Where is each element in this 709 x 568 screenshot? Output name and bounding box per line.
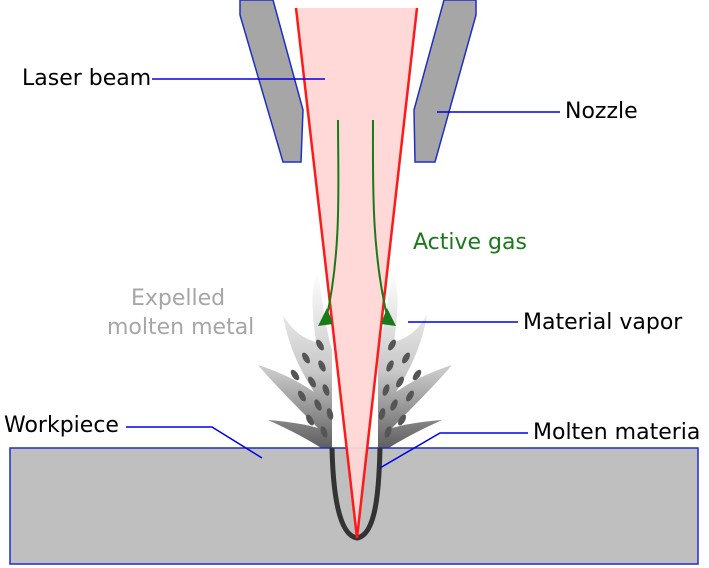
leader-molten-material	[379, 432, 528, 469]
vapor-plume-right	[378, 270, 452, 455]
label-active-gas: Active gas	[413, 230, 527, 255]
active-gas-flow-left	[325, 119, 340, 321]
leader-workpiece	[126, 426, 263, 459]
laser-beam-right-edge	[355, 7, 419, 539]
active-gas-arrowhead-left	[318, 308, 333, 326]
laser-beam	[296, 8, 417, 538]
laser-beam-left-edge	[294, 7, 359, 539]
label-expelled-line2: molten metal	[107, 315, 255, 340]
label-nozzle: Nozzle	[565, 99, 638, 124]
nozzle-right-wall	[413, 0, 477, 163]
molten-droplets	[290, 339, 422, 438]
active-gas-arrowhead-right	[381, 308, 396, 326]
label-material-vapor: Material vapor	[523, 310, 683, 335]
label-workpiece: Workpiece	[4, 413, 119, 438]
label-molten-material: Molten materia	[533, 420, 701, 445]
label-expelled-line1: Expelled	[131, 286, 226, 311]
label-laser-beam: Laser beam	[22, 66, 152, 91]
nozzle-left-wall	[239, 0, 304, 163]
active-gas-flow-right	[371, 119, 389, 321]
vapor-plume-left	[258, 270, 332, 455]
